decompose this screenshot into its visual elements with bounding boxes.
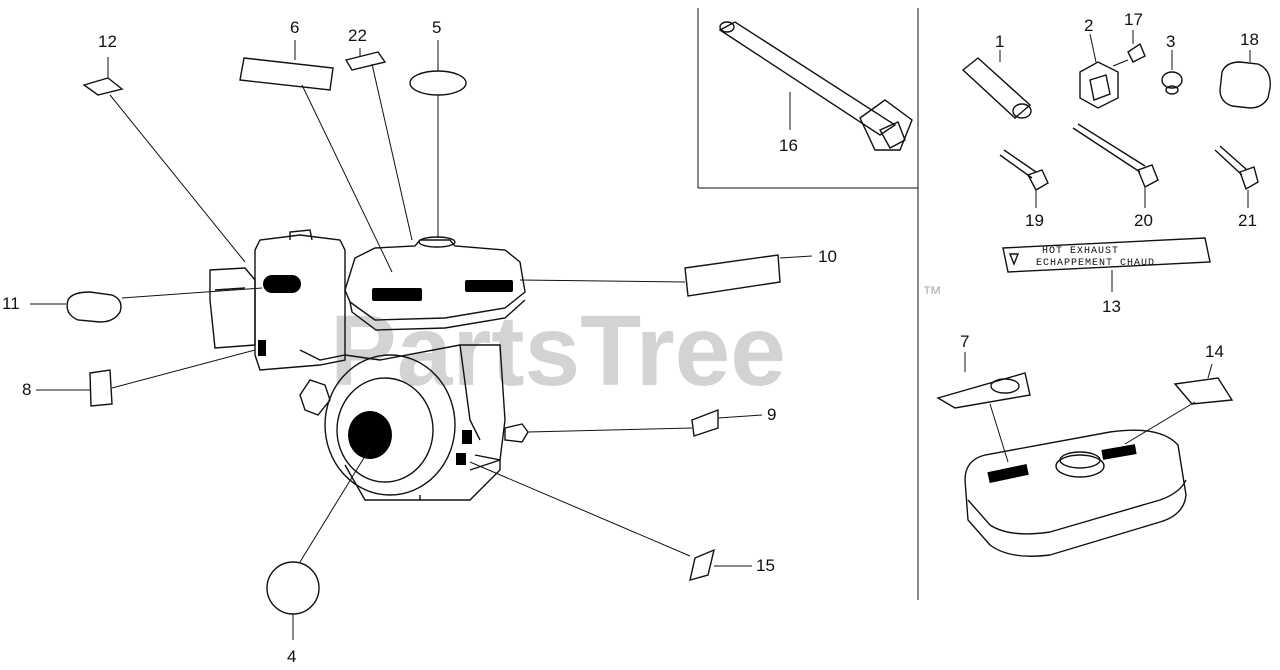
part-1-tube bbox=[961, 57, 1032, 119]
decal-10 bbox=[684, 254, 781, 297]
part-20-bolt bbox=[1072, 123, 1146, 173]
callout-18: 18 bbox=[1240, 30, 1259, 49]
small-parts bbox=[961, 30, 1271, 208]
callout-13: 13 bbox=[1102, 297, 1121, 316]
engine-illustration bbox=[209, 229, 529, 501]
part-19-bolt bbox=[999, 149, 1037, 179]
part-21-bolt bbox=[1214, 145, 1248, 176]
part-17-bolt bbox=[1127, 42, 1146, 63]
callout-22: 22 bbox=[348, 26, 367, 45]
callout-19: 19 bbox=[1025, 211, 1044, 230]
callout-3: 3 bbox=[1166, 32, 1175, 51]
decal-14 bbox=[1173, 377, 1234, 405]
fuel-tank-assembly bbox=[936, 352, 1234, 557]
callout-6: 6 bbox=[290, 18, 299, 37]
fuel-tank-label-left bbox=[372, 288, 422, 301]
decal-4 bbox=[266, 561, 320, 615]
watermark: PartsTree bbox=[330, 295, 786, 407]
part-18-cover bbox=[1219, 61, 1271, 109]
callout-12: 12 bbox=[98, 32, 117, 51]
part-3-cap bbox=[1161, 71, 1183, 89]
callout-17: 17 bbox=[1124, 10, 1143, 29]
decal-13-line1: HOT EXHAUST bbox=[1042, 246, 1119, 257]
decal-8 bbox=[89, 369, 113, 407]
fuel-tank bbox=[964, 429, 1187, 557]
air-cleaner-label bbox=[263, 275, 301, 293]
tool-16 bbox=[718, 21, 913, 151]
decal-5 bbox=[409, 70, 467, 96]
callout-15: 15 bbox=[756, 556, 775, 575]
decal-11 bbox=[66, 291, 122, 323]
tool-inset-box bbox=[697, 8, 918, 189]
callout-8: 8 bbox=[22, 380, 31, 399]
decal-13-line2: ECHAPPEMENT CHAUD bbox=[1036, 258, 1155, 269]
callout-labels: 12 6 22 5 11 8 10 9 15 4 16 1 2 17 3 18 … bbox=[2, 10, 1259, 666]
callout-14: 14 bbox=[1205, 342, 1224, 361]
recoil-starter-grip bbox=[348, 411, 392, 459]
decal-22 bbox=[344, 51, 387, 71]
watermark-trademark: ™ bbox=[922, 283, 942, 305]
decal-6 bbox=[239, 57, 334, 91]
decal-15 bbox=[689, 548, 716, 581]
engine-leaders bbox=[30, 40, 813, 640]
part-2-clip bbox=[1079, 61, 1119, 109]
callout-7: 7 bbox=[960, 332, 969, 351]
callout-10: 10 bbox=[818, 247, 837, 266]
decal-13-hot-exhaust: HOT EXHAUST ECHAPPEMENT CHAUD bbox=[1002, 237, 1211, 292]
callout-1: 1 bbox=[995, 32, 1004, 51]
fuel-tank-label-right bbox=[465, 280, 513, 292]
callout-21: 21 bbox=[1238, 211, 1257, 230]
decal-12 bbox=[82, 77, 124, 96]
callout-4: 4 bbox=[287, 647, 296, 666]
callout-9: 9 bbox=[767, 405, 776, 424]
callout-11: 11 bbox=[2, 294, 20, 313]
callout-16: 16 bbox=[779, 136, 798, 155]
decal-9 bbox=[691, 408, 719, 437]
callout-20: 20 bbox=[1134, 211, 1153, 230]
callout-5: 5 bbox=[432, 18, 441, 37]
callout-2: 2 bbox=[1084, 16, 1093, 35]
